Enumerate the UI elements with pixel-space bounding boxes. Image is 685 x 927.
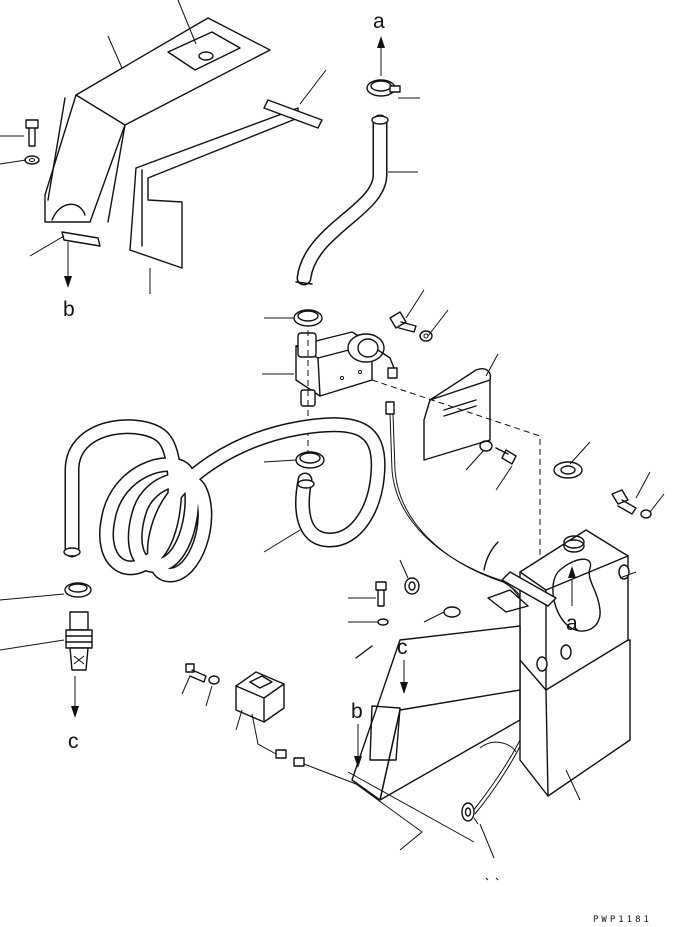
cover-bolt [25, 119, 39, 147]
coiled-hose [63, 417, 386, 583]
valve-bolt [389, 311, 417, 333]
motor-washer [208, 675, 220, 685]
ref-label-b-tank: b [351, 700, 363, 723]
bottom-bracket [347, 625, 521, 843]
seal-strip [263, 99, 323, 129]
arrow-a-tank: a [566, 566, 578, 635]
nozzle-grommet [461, 802, 479, 825]
bracket-washer-lower [377, 618, 389, 626]
sensor-valve [295, 331, 398, 407]
arrow-c-tank: c [397, 636, 408, 694]
mounting-bracket [423, 368, 492, 461]
leader-lines [0, 0, 665, 881]
arrow-c-left: c [68, 676, 79, 753]
fitting-clamp [64, 582, 92, 598]
tank-top-bracket [487, 571, 557, 613]
top-hose-clamp [366, 79, 401, 97]
plug-cap [443, 606, 461, 618]
motor-bolt [185, 663, 207, 683]
tank-washer [640, 509, 652, 519]
ref-label-a-top: a [373, 10, 385, 33]
bracket-washer [479, 440, 493, 452]
drawing-code: PWP1181 [593, 915, 652, 925]
tank-bolt [611, 489, 637, 515]
upper-cover [44, 17, 271, 247]
arrow-b-left: b [63, 242, 75, 321]
washer-tank [519, 529, 631, 797]
arrow-a-top: a [373, 10, 385, 76]
side-panel [129, 107, 299, 269]
bracket-bolt [495, 447, 517, 465]
arrow-b-tank: b [351, 700, 363, 768]
ref-label-c-left: c [68, 730, 79, 753]
ref-label-c-tank: c [397, 636, 408, 659]
mid-hose-clamp [293, 309, 323, 327]
motor-unit [235, 671, 423, 851]
washer-tank-body-edge [479, 741, 517, 753]
cover-washer [24, 155, 40, 165]
quick-coupler-fitting [65, 611, 93, 671]
bracket-bolt-lower [375, 581, 387, 607]
lower-hose-clamp [295, 451, 325, 469]
ref-label-b-left: b [63, 298, 75, 321]
grommet [404, 577, 420, 595]
ref-label-a-tank: a [566, 612, 578, 635]
tank-cap [553, 461, 583, 479]
upper-hose [295, 114, 389, 286]
